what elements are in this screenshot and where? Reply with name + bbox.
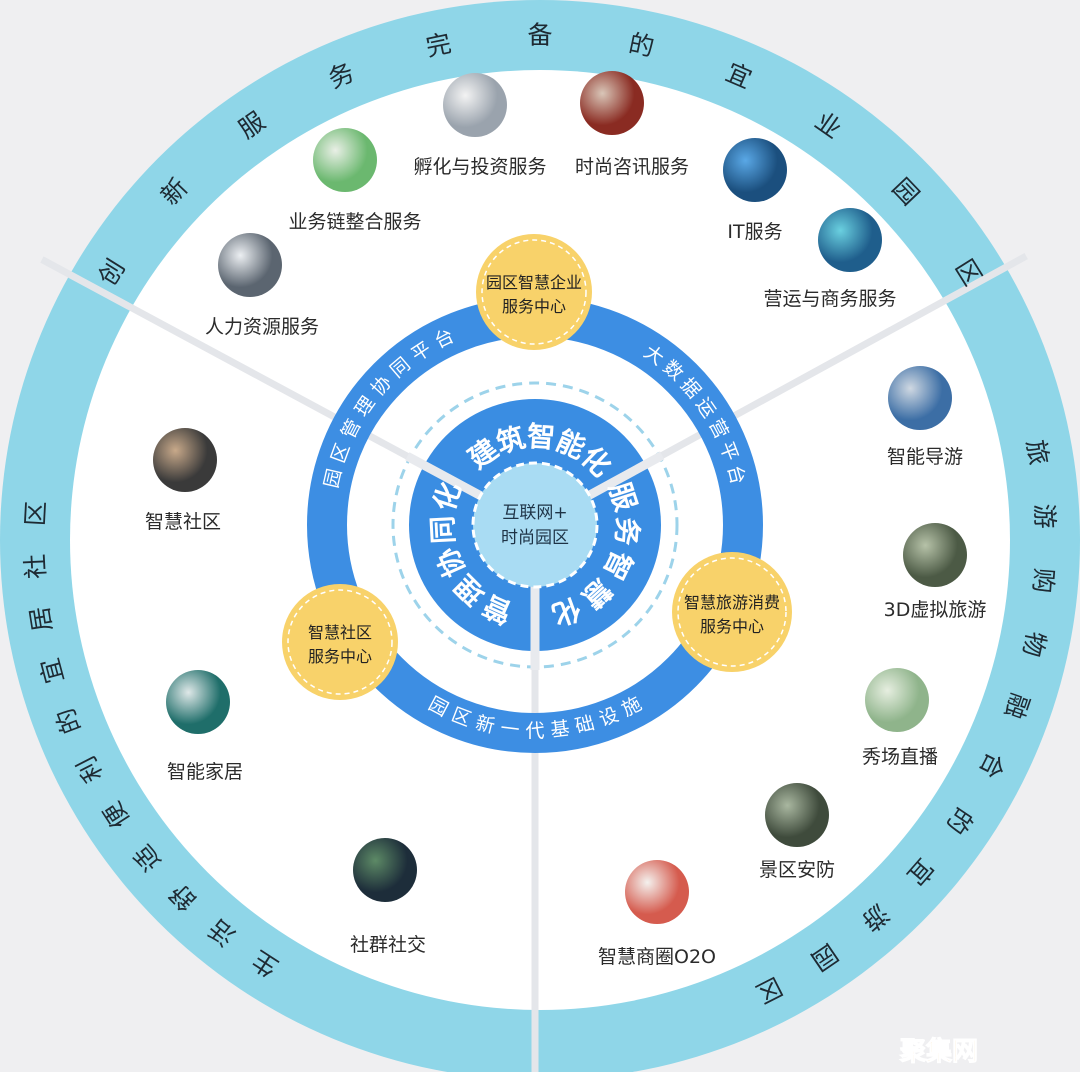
hub-circle [282, 584, 398, 700]
service-item: 智能家居 [166, 670, 243, 783]
service-item: 智慧社区 [145, 428, 221, 533]
service-label: IT服务 [727, 221, 782, 243]
service-item: 社群社交 [350, 838, 426, 956]
consulting-photo-icon [580, 71, 644, 135]
service-label: 3D虚拟旅游 [884, 599, 987, 621]
curved-text-glyph: 游 [1029, 503, 1059, 529]
curved-text-glyph: 同 [426, 515, 460, 545]
social-photo-icon [353, 838, 417, 902]
hub-tourism-service-center: 智慧旅游消费 服务中心 [672, 552, 792, 672]
inner-divider-line [581, 451, 665, 503]
center-disc [471, 461, 599, 589]
service-label: 智能导游 [887, 446, 963, 468]
guide-photo-icon [888, 366, 952, 430]
inner-disc-dividers [405, 451, 665, 670]
hub-text-line2: 服务中心 [308, 647, 372, 666]
curved-text-glyph: 旅 [1021, 437, 1054, 467]
curved-text-glyph: 新 [473, 712, 497, 738]
service-item: 秀场直播 [862, 668, 938, 768]
service-item: IT服务 [723, 138, 787, 243]
live-show-photo-icon [865, 668, 929, 732]
globe-photo-icon [818, 208, 882, 272]
service-label: 时尚咨讯服务 [575, 156, 689, 178]
curved-text-glyph: 居 [25, 604, 58, 633]
service-label: 智能家居 [167, 761, 243, 783]
inner-divider-line [405, 452, 489, 503]
service-label: 人力资源服务 [205, 316, 319, 338]
curved-text-glyph: 的 [626, 29, 656, 62]
hub-circle [476, 234, 592, 350]
curved-text-glyph: 智 [526, 420, 556, 455]
business-people-photo-icon [218, 233, 282, 297]
hub-dashed-border [287, 589, 393, 695]
hub-community-service-center: 智慧社区 服务中心 [282, 584, 398, 700]
service-item: 人力资源服务 [205, 233, 319, 338]
incubation-photo-icon [443, 73, 507, 137]
service-label: 智慧商圈O2O [598, 946, 716, 968]
curved-text-glyph: 础 [573, 712, 597, 738]
center-text-line2: 时尚园区 [501, 528, 569, 548]
curved-text-glyph: 一 [499, 717, 521, 741]
virtual-tour-photo-icon [903, 523, 967, 587]
service-item: 营运与商务服务 [763, 208, 897, 310]
curved-text-glyph: 务 [609, 516, 644, 546]
hub-text-line1: 智慧社区 [308, 623, 372, 642]
hub-dashed-border [481, 239, 587, 345]
curved-text-glyph: 基 [549, 717, 571, 741]
service-label: 孵化与投资服务 [413, 156, 546, 178]
community-photo-icon [153, 428, 217, 492]
service-label: 业务链整合服务 [288, 211, 421, 233]
hub-text-line2: 服务中心 [502, 297, 566, 316]
service-item: 时尚咨讯服务 [575, 71, 689, 178]
business-chain-photo-icon [313, 128, 377, 192]
curved-text-glyph: 完 [423, 29, 453, 62]
it-globe-photo-icon [723, 138, 787, 202]
curved-text-glyph: 购 [1028, 567, 1059, 594]
hub-enterprise-service-center: 园区智慧企业 服务中心 [476, 234, 592, 350]
curved-text-glyph: 备 [527, 21, 552, 50]
hub-text-line1: 园区智慧企业 [486, 273, 582, 292]
curved-text-glyph: 社 [21, 553, 51, 579]
curved-text-glyph: 区 [21, 500, 51, 526]
service-label: 社群社交 [350, 934, 426, 956]
service-item: 业务链整合服务 [288, 128, 422, 233]
hub-circle [672, 552, 792, 672]
security-photo-icon [765, 783, 829, 847]
hub-text-line2: 服务中心 [700, 617, 764, 636]
hub-text-line1: 智慧旅游消费 [684, 593, 780, 612]
curved-text-glyph: 台 [723, 463, 749, 487]
service-item: 景区安防 [759, 783, 835, 881]
curved-text-glyph: 代 [525, 720, 544, 742]
o2o-photo-icon [625, 860, 689, 924]
service-item: 智慧商圈O2O [598, 860, 716, 968]
service-label: 营运与商务服务 [763, 288, 896, 310]
curved-text-glyph: 园 [320, 467, 346, 490]
service-item: 智能导游 [887, 366, 963, 468]
service-label: 秀场直播 [862, 746, 938, 768]
service-item: 3D虚拟旅游 [884, 523, 987, 621]
hub-dashed-border [677, 557, 787, 667]
service-item: 孵化与投资服务 [413, 73, 547, 178]
curved-text-glyph: 物 [1017, 629, 1051, 659]
center-text-line1: 互联网+ [502, 503, 567, 523]
smart-home-photo-icon [166, 670, 230, 734]
service-label: 景区安防 [759, 859, 835, 881]
watermark-logo: 聚集网 [899, 1036, 978, 1067]
service-label: 智慧社区 [145, 511, 221, 533]
